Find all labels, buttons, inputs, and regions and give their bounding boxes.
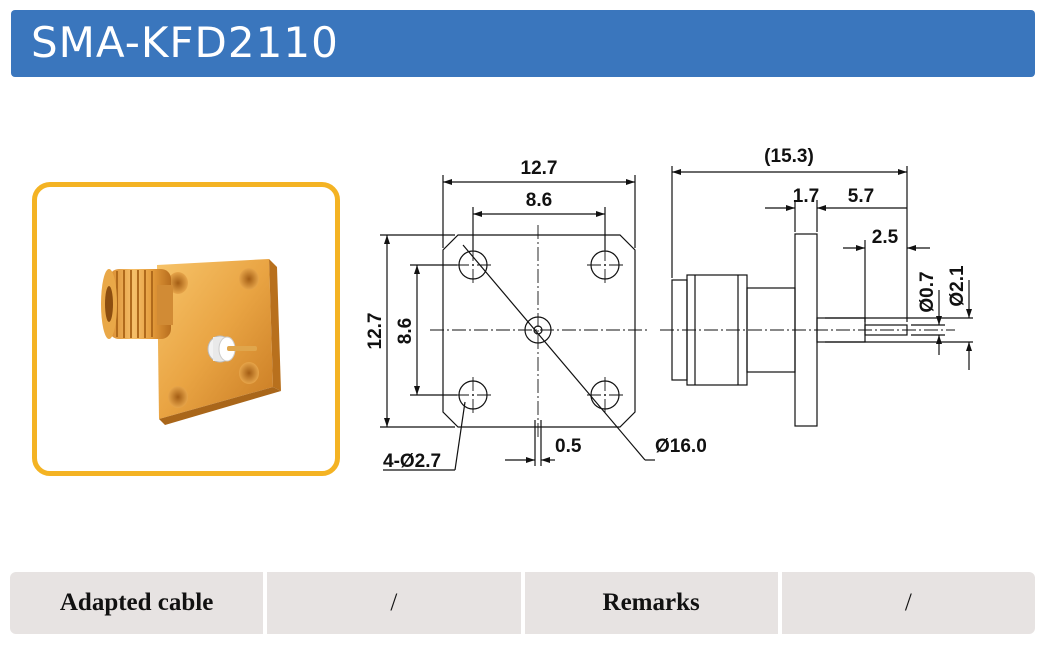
dim-overall-length: (15.3) <box>764 146 814 167</box>
dim-height-outer: 12.7 <box>365 313 386 350</box>
dim-hole-spacing-v: 8.6 <box>395 318 416 344</box>
mount-hole-icon <box>239 362 259 384</box>
dim-insulator-dia: Ø2.1 <box>947 265 968 307</box>
center-pin <box>227 346 257 351</box>
front-plate-outline <box>442 234 636 428</box>
spec-table: Adapted cable / Remarks / <box>10 572 1035 634</box>
dim-pin-tip: 2.5 <box>872 227 899 248</box>
dim-hole-spacing-h: 8.6 <box>526 190 552 211</box>
dimension-drawing: 12.7 8.6 12.7 8.6 4-Ø2.7 0.5 Ø16.0 (15.3… <box>365 146 973 472</box>
remarks-value: / <box>781 572 1035 634</box>
dim-flange-thickness: 1.7 <box>793 186 819 207</box>
dim-center-pin: 0.5 <box>555 436 582 457</box>
mount-hole-icon <box>168 386 188 408</box>
dim-bolt-circle: Ø16.0 <box>655 436 707 457</box>
dim-pin-dia: Ø0.7 <box>917 271 938 312</box>
dim-holes: 4-Ø2.7 <box>383 451 441 472</box>
dim-width-outer: 12.7 <box>521 158 558 179</box>
dim-pin-section: 5.7 <box>848 186 874 207</box>
product-photo-frame <box>32 182 340 476</box>
adapted-cable-label: Adapted cable <box>10 572 264 634</box>
mount-hole-icon <box>239 268 259 290</box>
title-banner: SMA-KFD2110 <box>11 10 1035 77</box>
product-title: SMA-KFD2110 <box>31 18 339 67</box>
remarks-label: Remarks <box>524 572 778 634</box>
connector-photo <box>101 259 281 425</box>
adapted-cable-value: / <box>267 572 521 634</box>
